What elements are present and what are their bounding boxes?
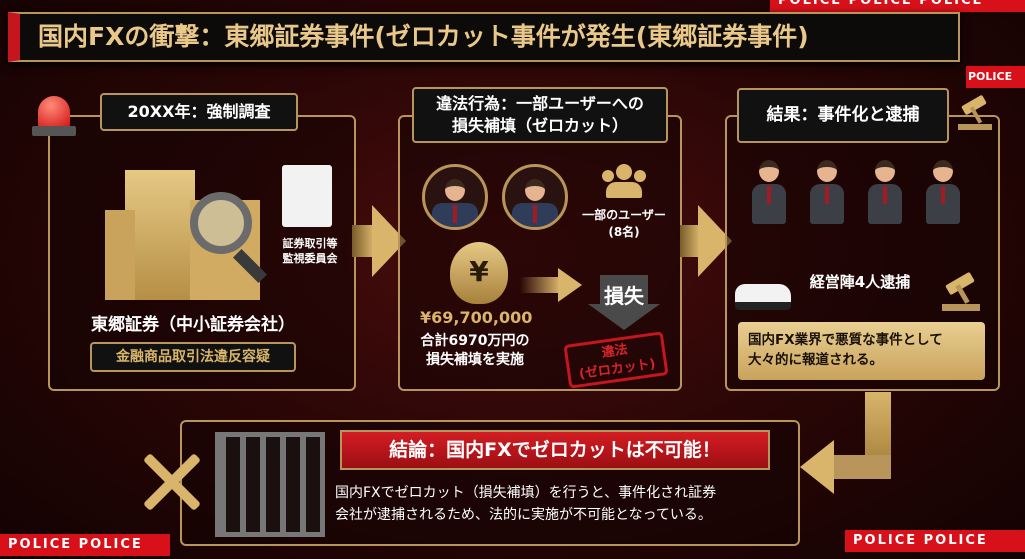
loss-label: 損失	[604, 284, 644, 308]
flow-arrow	[832, 455, 891, 479]
police-tape: POLICE	[966, 66, 1025, 88]
user-avatar	[422, 164, 488, 230]
conclusion-heading: 結論：国内FXでゼロカットは不可能！	[340, 430, 770, 470]
transfer-arrow	[520, 277, 560, 293]
arrested-person	[810, 160, 844, 224]
users-group-icon	[598, 164, 650, 200]
flow-arrow-head	[800, 440, 834, 494]
police-tape: POLICE POLICE POLICE	[770, 0, 1025, 12]
charge-badge: 金融商品取引法違反容疑	[90, 342, 296, 372]
step1-label: 20XX年：強制調査	[100, 93, 298, 131]
company-name: 東郷証券（中小証券会社）	[91, 315, 295, 335]
police-tape: POLICE POLICE	[0, 534, 170, 556]
jail-icon	[215, 432, 325, 537]
loss-amount: ¥69,700,000	[420, 308, 533, 327]
money-bag-icon: ¥	[450, 242, 508, 304]
cross-icon	[142, 452, 202, 512]
siren-icon	[28, 88, 80, 138]
loss-arrow-head	[588, 304, 660, 330]
conclusion-body: 国内FXでゼロカット（損失補填）を行うと、事件化され証券会社が逮捕されるため、法…	[335, 485, 717, 523]
flow-arrow	[680, 225, 700, 257]
step2-label: 違法行為：一部ユーザーへの損失補填（ゼロカット）	[412, 87, 668, 143]
step2-panel	[398, 115, 682, 391]
gavel-icon	[958, 94, 994, 130]
compensation-desc: 合計6970万円の損失補填を実施	[420, 333, 530, 368]
news-box: 国内FX業界で悪質な事件として大々的に報道される。	[738, 322, 985, 380]
gavel-icon	[942, 271, 982, 312]
agency-name: 証券取引等監視委員会	[282, 237, 338, 265]
police-car-icon	[735, 284, 791, 310]
document-icon	[282, 165, 332, 227]
user-avatar	[502, 164, 568, 230]
step3-label: 結果：事件化と逮捕	[737, 88, 949, 143]
users-count: 一部のユーザー(8名)	[582, 208, 666, 239]
page-title: 国内FXの衝撃：東郷証券事件(ゼロカット事件が発生(東郷証券事件)	[8, 12, 960, 62]
arrested-person	[752, 160, 786, 224]
flow-arrow	[352, 225, 374, 257]
loss-arrow-icon	[600, 275, 648, 305]
arrested-person	[868, 160, 902, 224]
arrest-count: 経営陣4人逮捕	[809, 273, 911, 291]
magnifier-icon	[190, 192, 252, 254]
transfer-arrow-head	[558, 268, 582, 302]
arrested-person	[926, 160, 960, 224]
police-tape: POLICE POLICE	[845, 530, 1025, 552]
flow-arrow	[865, 392, 891, 467]
